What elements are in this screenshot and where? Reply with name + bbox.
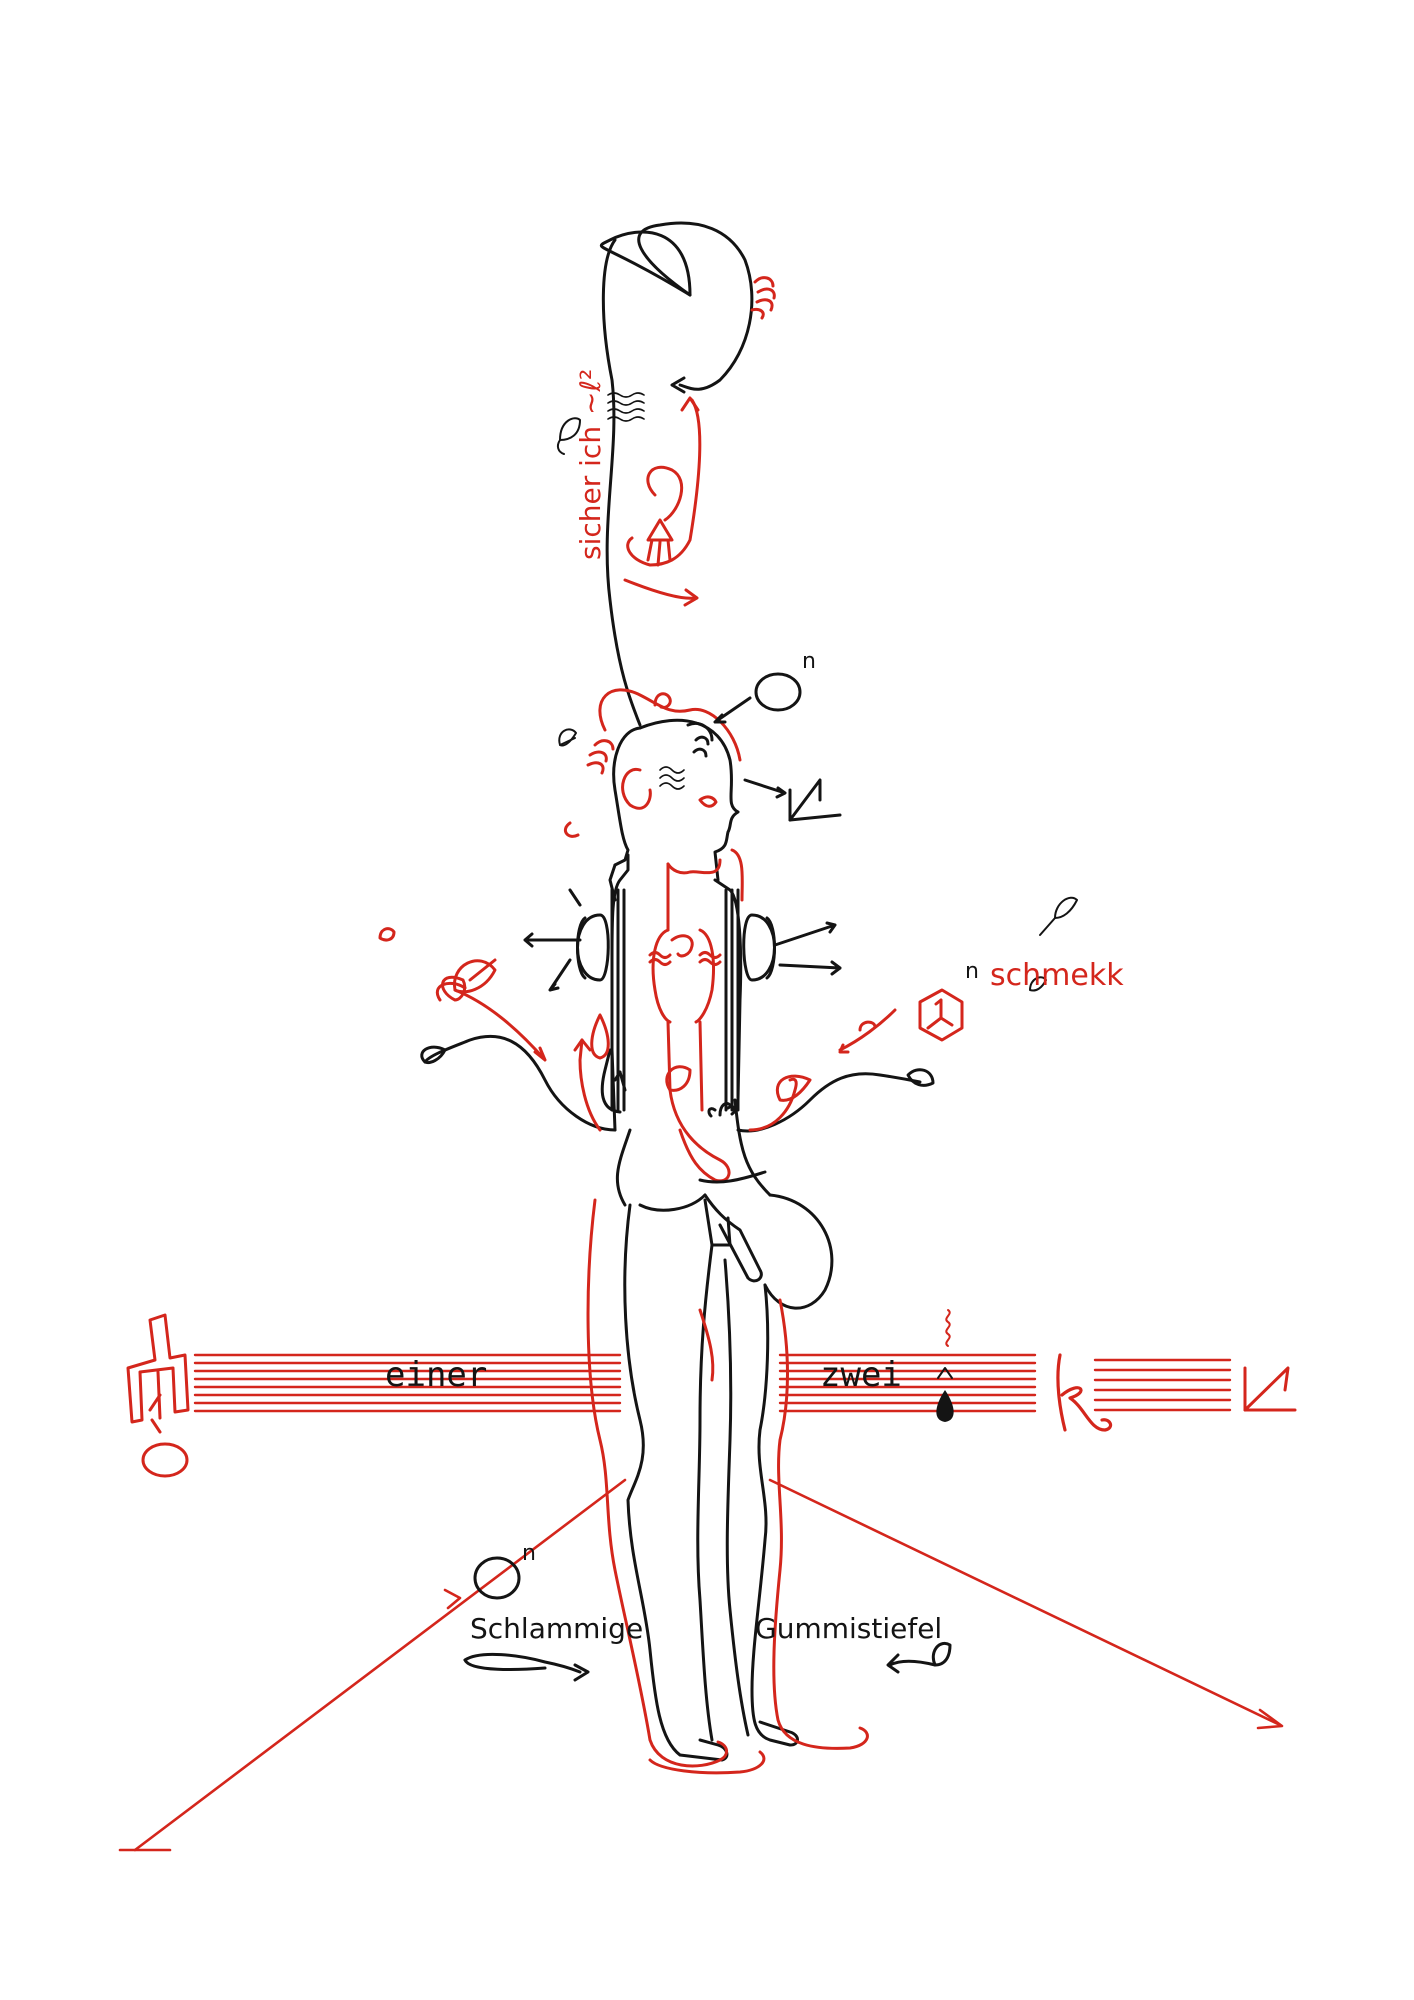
red-branches — [573, 1038, 812, 1132]
figure-torso — [610, 853, 743, 1132]
leaf-icon — [558, 728, 1078, 992]
figure-head — [608, 718, 740, 902]
headphone-left-icon — [523, 888, 610, 992]
shoe-left-icon — [463, 1652, 590, 1682]
shoe-right-icon — [886, 1642, 952, 1674]
schmekk-label: schmekk — [990, 958, 1124, 993]
drop-icon — [590, 1013, 610, 1060]
zwei-label: zwei — [820, 1355, 902, 1395]
chair-icon — [126, 1313, 190, 1434]
sicher-ich-label: sicher ich ~ℓ² — [574, 369, 607, 560]
sicher-ich-text: sicher ich — [574, 426, 607, 560]
torch-icon — [623, 396, 702, 607]
squiggle-mark — [945, 1309, 951, 1347]
leaf-icon — [436, 958, 497, 1002]
balloon-head — [599, 221, 754, 727]
einer-label: einer — [385, 1355, 488, 1395]
left-branch — [420, 1034, 627, 1132]
hatched-circle-icon — [473, 1556, 521, 1600]
k-glyph — [1056, 1353, 1113, 1432]
figure-bumps-icon — [586, 692, 672, 775]
schlammige-label: Schlammige — [470, 1612, 644, 1645]
hexagon-clock-icon — [918, 988, 964, 1042]
exponent-label: n — [522, 1541, 536, 1566]
fingertips-icon — [750, 276, 776, 320]
hatched-circle-icon — [713, 672, 802, 724]
figure-head-red — [598, 688, 744, 932]
hair-icon — [607, 392, 645, 422]
sicher-ich-suffix: ~ℓ² — [574, 369, 607, 415]
hatched-circle-icon — [141, 1442, 189, 1478]
arrow-icon — [838, 1008, 897, 1054]
heart-torso-red — [648, 928, 722, 1024]
figure-body-red — [586, 1020, 869, 1775]
perspective-lines — [118, 1478, 1284, 1852]
arrow-icon — [564, 821, 580, 838]
headphone-right-icon — [742, 913, 842, 982]
drop-icon — [936, 1367, 954, 1422]
corner-arrow-icon — [743, 778, 842, 822]
leaf-icon — [556, 417, 581, 455]
exponent-label: n — [802, 649, 816, 674]
gummistiefel-label: Gummistiefel — [755, 1612, 943, 1645]
squiggle-mark — [659, 766, 685, 790]
exponent-label: n — [965, 959, 979, 984]
corner-arrow-icon — [1243, 1366, 1297, 1412]
right-branch — [698, 1068, 935, 1184]
figure-body-lower — [615, 1098, 834, 1762]
staff-lines — [193, 1353, 1232, 1413]
